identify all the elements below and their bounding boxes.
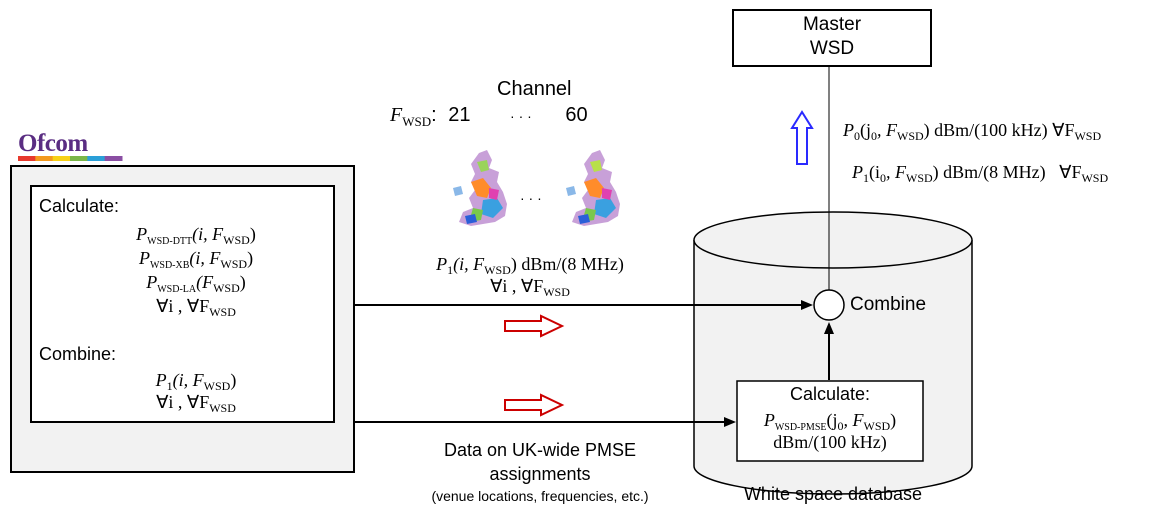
ofcom-stripe-segment — [18, 156, 36, 161]
db-combine-label: Combine — [850, 294, 927, 315]
ofcom-logo-stripe — [18, 156, 123, 161]
uk-map-icon-right — [566, 150, 620, 226]
ofcom-stripe-segment — [70, 156, 88, 161]
ofcom-calc-line-dtt: PWSD-DTT(i, FWSD) — [136, 224, 256, 247]
db-calculate-box — [736, 380, 924, 462]
ofcom-inner-box — [30, 185, 335, 423]
channel-f-sub: WSD — [402, 114, 432, 129]
master-wsd-box — [732, 9, 932, 67]
calculate-to-combine-arrow — [824, 322, 834, 380]
db-calculate-formula: PWSD-PMSE(j0, FWSD) — [763, 410, 897, 433]
db-caption: White space database — [743, 484, 923, 504]
channel-f-symbol: F — [390, 104, 403, 126]
channel-range: FWSD: 21 · · · 60 — [390, 104, 588, 130]
ofcom-to-combine-arrow — [354, 300, 813, 310]
channel-first: 21 — [448, 104, 471, 126]
db-calculate-label: Calculate: — [789, 384, 871, 404]
red-flow-arrow-top — [504, 314, 565, 338]
ofcom-forall-2: ∀i , ∀FWSD — [156, 392, 236, 415]
output-line-p0: P0(j0, FWSD) dBm/(100 kHz) ∀FWSD — [843, 120, 1102, 143]
ofcom-to-calculate-arrow — [354, 417, 736, 427]
combine-node — [813, 289, 845, 321]
map-ellipsis: · · · — [520, 190, 542, 206]
ofcom-stripe-segment — [52, 156, 71, 161]
pmse-data-line3: (venue locations, frequencies, etc.) — [431, 488, 649, 504]
output-line-p1: P1(i0, FWSD) dBm/(8 MHz) ∀FWSD — [852, 162, 1109, 185]
master-wsd-line1: Master — [802, 14, 862, 35]
ofcom-forall-1: ∀i , ∀FWSD — [156, 296, 236, 319]
pmse-data-line1: Data on UK-wide PMSE — [443, 440, 637, 460]
p1-forall: ∀i , ∀FWSD — [490, 276, 570, 299]
ofcom-stripe-segment — [87, 156, 106, 161]
ofcom-logo: Ofcom — [18, 130, 88, 157]
blue-up-arrow — [790, 110, 814, 165]
master-wsd-line2: WSD — [809, 38, 855, 59]
red-flow-arrow-bottom — [504, 393, 565, 417]
ofcom-stripe-segment — [35, 156, 54, 161]
pmse-data-line2: assignments — [489, 464, 591, 484]
ofcom-combine-label: Combine: — [39, 344, 117, 364]
channel-title: Channel — [497, 78, 572, 100]
ofcom-calculate-label: Calculate: — [39, 196, 120, 216]
uk-map-icon-left — [453, 150, 507, 226]
p1-label: P1(i, FWSD) dBm/(8 MHz) — [436, 254, 624, 277]
ofcom-calc-line-xb: PWSD-XB(i, FWSD) — [138, 248, 254, 271]
ofcom-combine-line: P1(i, FWSD) — [155, 370, 237, 393]
channel-ellipsis: · · · — [510, 108, 532, 124]
db-calculate-units: dBm/(100 kHz) — [773, 432, 887, 452]
channel-colon: : — [431, 104, 437, 126]
ofcom-stripe-segment — [104, 156, 123, 161]
channel-last: 60 — [565, 104, 588, 126]
ofcom-calc-line-la: PWSD-LA(FWSD) — [146, 272, 246, 295]
